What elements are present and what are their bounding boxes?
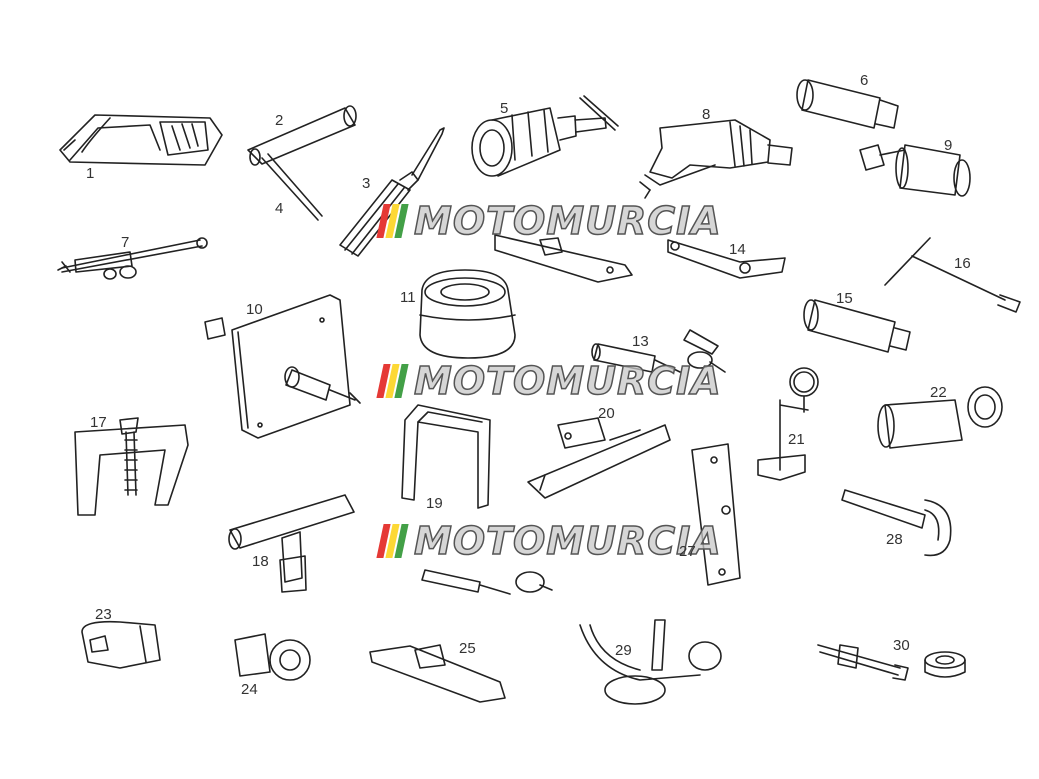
dial-gauge-part-21 bbox=[757, 367, 819, 481]
lever-part-14 bbox=[667, 239, 786, 279]
screwdriver-part-3 bbox=[339, 127, 445, 257]
part-label-25: 25 bbox=[459, 640, 476, 657]
hook-wrench-part-28 bbox=[841, 489, 952, 557]
sleeves-part-22 bbox=[877, 386, 1003, 449]
part-label-11: 11 bbox=[400, 289, 416, 306]
sleeve-part-6 bbox=[796, 79, 899, 129]
watermark-text: MOTOMURCIA bbox=[413, 359, 722, 403]
watermark-stripes bbox=[376, 524, 410, 558]
part-label-27: 27 bbox=[679, 543, 696, 560]
box-spanner-part-2-4 bbox=[247, 105, 357, 221]
part-label-8: 8 bbox=[702, 106, 711, 123]
part-label-6: 6 bbox=[860, 72, 869, 89]
pins-part-13 bbox=[591, 329, 726, 373]
socket-part-23 bbox=[81, 620, 161, 669]
strap-tool-part-29 bbox=[579, 619, 722, 705]
t-handle-part-18 bbox=[228, 494, 355, 593]
part-label-16: 16 bbox=[954, 255, 971, 272]
part-label-1: 1 bbox=[86, 165, 95, 182]
part-label-14: 14 bbox=[729, 241, 746, 258]
watermark-top: MOTOMURCIA bbox=[376, 199, 721, 243]
clip-tool-part-7 bbox=[57, 237, 208, 280]
part-label-13: 13 bbox=[632, 333, 649, 350]
part-label-20: 20 bbox=[598, 405, 615, 422]
part-label-23: 23 bbox=[95, 606, 112, 623]
part-label-3: 3 bbox=[362, 175, 371, 192]
plate-part-25 bbox=[369, 644, 506, 703]
part-label-10: 10 bbox=[246, 301, 263, 318]
tool-pouch-part-1 bbox=[59, 114, 223, 166]
sleeve-part-15 bbox=[803, 299, 911, 353]
part-label-17: 17 bbox=[90, 414, 107, 431]
watermark-text: MOTOMURCIA bbox=[413, 199, 722, 243]
puller-frame-part-17 bbox=[74, 417, 189, 516]
part-label-28: 28 bbox=[886, 531, 903, 548]
part-label-22: 22 bbox=[930, 384, 947, 401]
part-label-18: 18 bbox=[252, 553, 269, 570]
puller-bolt-part-9 bbox=[859, 144, 971, 197]
part-label-21: 21 bbox=[788, 431, 805, 448]
watermark-middle: MOTOMURCIA bbox=[376, 359, 721, 403]
watermark-text: MOTOMURCIA bbox=[413, 519, 722, 563]
bolt-and-ring-part-30 bbox=[817, 644, 966, 681]
t-wrench-part-16 bbox=[884, 237, 1021, 313]
part-label-15: 15 bbox=[836, 290, 853, 307]
holding-tool-part-20 bbox=[527, 417, 671, 499]
part-label-24: 24 bbox=[241, 681, 258, 698]
watermark-stripes bbox=[376, 364, 410, 398]
puller-part-5 bbox=[471, 95, 619, 177]
watermark-bottom: MOTOMURCIA bbox=[376, 519, 721, 563]
part-label-7: 7 bbox=[121, 234, 130, 251]
part-label-5: 5 bbox=[500, 100, 509, 117]
holder-part-24 bbox=[234, 633, 311, 681]
part-label-29: 29 bbox=[615, 642, 632, 659]
pins-part-26 bbox=[421, 569, 553, 595]
part-label-2: 2 bbox=[275, 112, 284, 129]
part-label-4: 4 bbox=[275, 200, 284, 217]
bracket-part-12 bbox=[494, 234, 633, 283]
plate-part-10 bbox=[204, 294, 361, 439]
bar-part-27 bbox=[691, 443, 741, 586]
ring-part-11 bbox=[419, 269, 516, 359]
part-label-30: 30 bbox=[893, 637, 910, 654]
watermark-stripes bbox=[376, 204, 410, 238]
bracket-part-19 bbox=[401, 404, 491, 509]
part-label-9: 9 bbox=[944, 137, 953, 154]
part-label-19: 19 bbox=[426, 495, 443, 512]
tool-part-8 bbox=[639, 119, 793, 199]
